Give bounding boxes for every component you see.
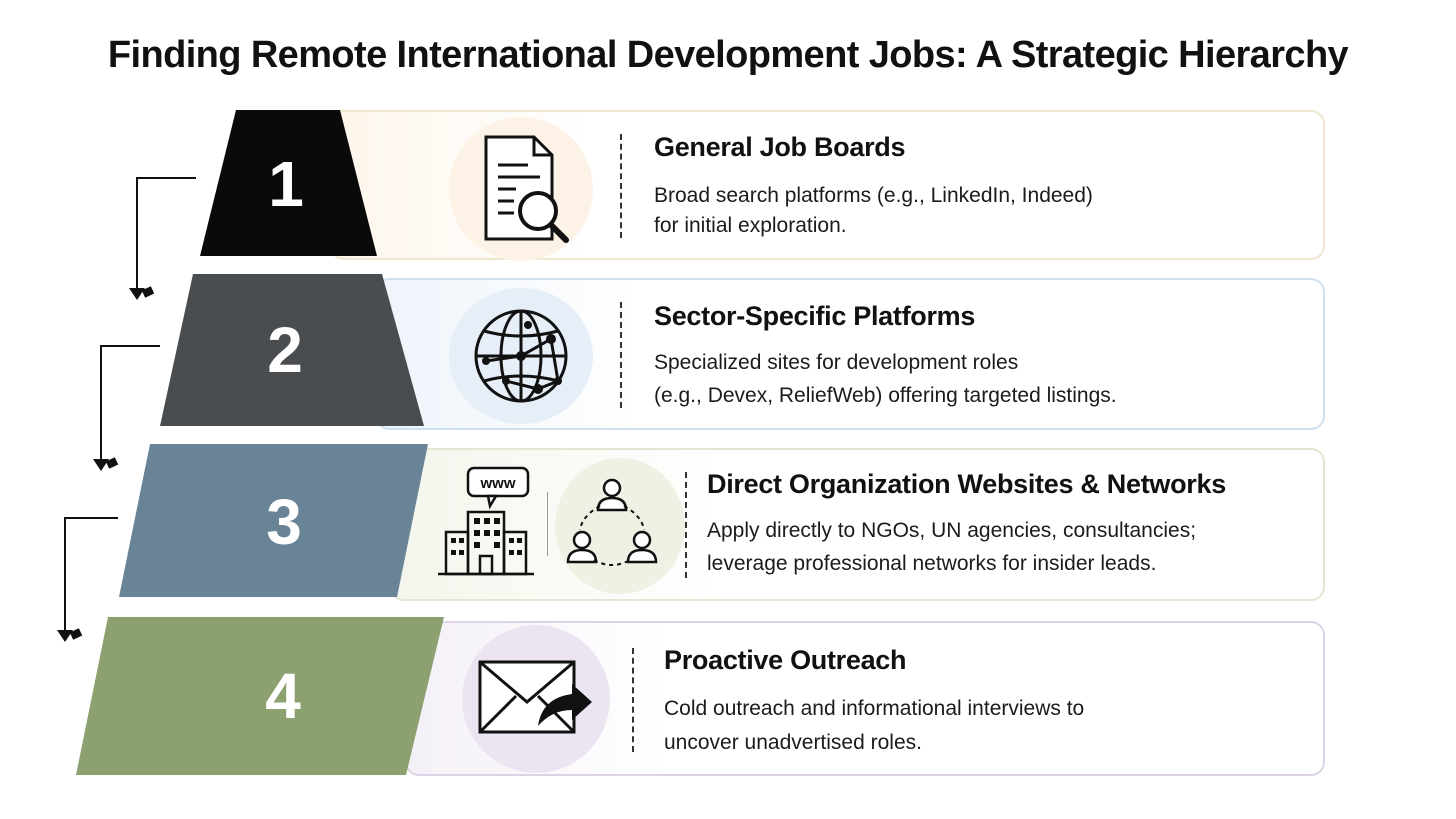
document-search-icon bbox=[484, 135, 569, 243]
tier-number-1: 1 bbox=[268, 148, 304, 220]
tier-shape-3 bbox=[119, 444, 428, 597]
tier-title-2: Sector-Specific Platforms bbox=[654, 301, 976, 331]
www-label: www bbox=[479, 475, 515, 492]
tier-title-1: General Job Boards bbox=[654, 132, 906, 162]
icon-separator bbox=[547, 492, 548, 556]
globe-network-icon bbox=[474, 309, 568, 403]
tier-desc-4-line-1: Cold outreach and informational intervie… bbox=[664, 697, 1085, 720]
tier-desc-1-line-1: Broad search platforms (e.g., LinkedIn, … bbox=[654, 184, 1093, 207]
tier-desc-3-line-2: leverage professional networks for insid… bbox=[707, 552, 1157, 575]
tier-title-3: Direct Organization Websites & Networks bbox=[707, 469, 1226, 499]
tier-shape-2 bbox=[160, 274, 424, 426]
building-www-icon: www bbox=[438, 466, 534, 576]
divider-2 bbox=[620, 302, 622, 408]
divider-4 bbox=[632, 648, 634, 752]
flow-arrow-2 bbox=[100, 345, 160, 463]
icon-circle-1 bbox=[449, 117, 593, 261]
tier-desc-3-line-1: Apply directly to NGOs, UN agencies, con… bbox=[707, 519, 1197, 542]
tier-number-2: 2 bbox=[267, 314, 303, 386]
flow-arrow-1 bbox=[136, 177, 196, 292]
tier-shape-4 bbox=[76, 617, 444, 775]
divider-1 bbox=[620, 134, 622, 238]
envelope-send-icon bbox=[478, 660, 592, 734]
page-title: Finding Remote International Development… bbox=[107, 34, 1349, 76]
tier-desc-1-line-2: for initial exploration. bbox=[654, 214, 847, 237]
tier-card-3 bbox=[390, 448, 1325, 601]
flow-arrow-3 bbox=[64, 517, 118, 634]
people-network-icon bbox=[566, 478, 658, 566]
tier-shape-1 bbox=[200, 110, 377, 256]
tier-desc-2-line-2: (e.g., Devex, ReliefWeb) offering target… bbox=[654, 384, 1117, 407]
tier-title-4: Proactive Outreach bbox=[664, 645, 907, 675]
tier-number-3: 3 bbox=[266, 486, 302, 558]
tier-number-4: 4 bbox=[265, 660, 301, 732]
tier-desc-2-line-1: Specialized sites for development roles bbox=[654, 351, 1019, 374]
icon-circle-4 bbox=[462, 625, 610, 773]
icon-circle-3 bbox=[555, 458, 685, 594]
divider-3 bbox=[685, 472, 687, 578]
tier-desc-4-line-2: uncover unadvertised roles. bbox=[664, 731, 922, 754]
icon-circle-2 bbox=[449, 288, 593, 424]
